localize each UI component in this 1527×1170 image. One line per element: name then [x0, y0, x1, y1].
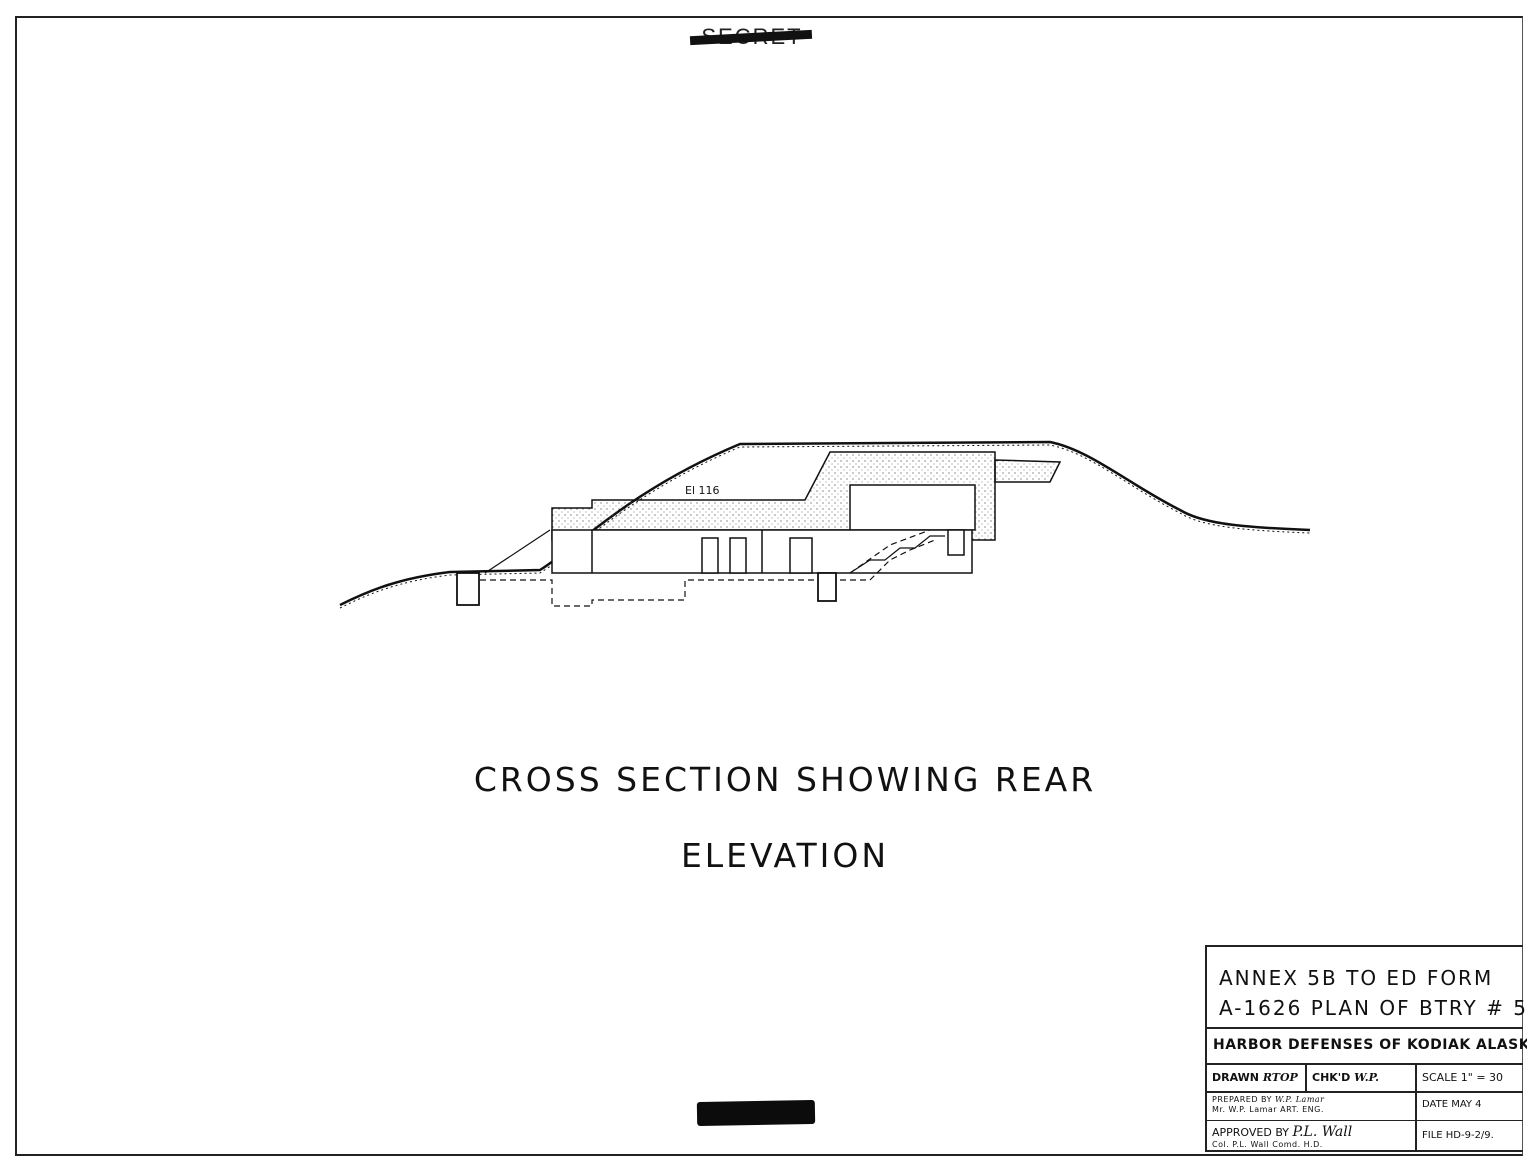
date-cell: DATE MAY 4 — [1422, 1099, 1482, 1110]
checked-label: CHK'D — [1312, 1071, 1351, 1084]
classification-marking-top: SECRET — [689, 24, 813, 50]
annex-line2: A-1626 PLAN OF BTRY # 5 — [1219, 996, 1527, 1020]
footings — [456, 572, 837, 606]
foundation-dashed — [480, 529, 936, 607]
cross-section-drawing: El 116 — [339, 440, 1311, 609]
checked-cell: CHK'D W.P. — [1307, 1065, 1415, 1091]
title-block: ANNEX 5B TO ED FORM A-1626 PLAN OF BTRY … — [1205, 945, 1527, 1152]
approved-label: APPROVED BY — [1212, 1126, 1290, 1139]
sheet-border — [15, 16, 1523, 1156]
approved-name: Col. P.L. Wall Comd. H.D. — [1212, 1140, 1323, 1149]
prepared-cell: PREPARED BY W.P. Lamar Mr. W.P. Lamar AR… — [1207, 1093, 1415, 1120]
drawn-initials: RTOP — [1262, 1071, 1298, 1084]
drawn-checked-row: DRAWN RTOP CHK'D W.P. SCALE 1" = 30 — [1207, 1065, 1523, 1093]
approved-cell: APPROVED BY P.L. Wall Col. P.L. Wall Com… — [1207, 1121, 1415, 1152]
scale-cell: SCALE 1" = 30 — [1422, 1071, 1504, 1084]
prepared-label: PREPARED BY — [1212, 1095, 1272, 1104]
approved-signature: P.L. Wall — [1292, 1124, 1353, 1140]
annex-line1: ANNEX 5B TO ED FORM — [1219, 966, 1494, 990]
concrete-structure — [551, 451, 1062, 574]
prepared-signature: W.P. Lamar — [1275, 1095, 1325, 1104]
drawing-title-line1: CROSS SECTION SHOWING REAR — [473, 760, 1097, 799]
checked-initials: W.P. — [1354, 1071, 1379, 1084]
terrain-profile — [339, 440, 1311, 609]
annex-section: ANNEX 5B TO ED FORM A-1626 PLAN OF BTRY … — [1207, 947, 1527, 1029]
prepared-top: PREPARED BY W.P. Lamar — [1212, 1095, 1415, 1105]
prepared-row: PREPARED BY W.P. Lamar Mr. W.P. Lamar AR… — [1207, 1093, 1523, 1121]
approved-row: APPROVED BY P.L. Wall Col. P.L. Wall Com… — [1207, 1121, 1523, 1152]
prepared-name: Mr. W.P. Lamar ART. ENG. — [1212, 1105, 1324, 1114]
approved-top: APPROVED BY P.L. Wall — [1212, 1124, 1415, 1140]
divider-drawn-checked — [1305, 1065, 1307, 1093]
file-cell: FILE HD-9-2/9. — [1422, 1130, 1494, 1141]
drawing-title-line2: ELEVATION — [680, 836, 890, 875]
harbor-defenses-label: HARBOR DEFENSES OF KODIAK ALASK — [1207, 1029, 1527, 1065]
divider-right-column — [1415, 1065, 1417, 1152]
stairs — [484, 529, 945, 574]
drawn-cell: DRAWN RTOP — [1207, 1065, 1305, 1091]
drawn-label: DRAWN — [1212, 1071, 1259, 1084]
elevation-label: El 116 — [685, 484, 720, 497]
classification-redaction-bottom — [696, 1099, 816, 1127]
